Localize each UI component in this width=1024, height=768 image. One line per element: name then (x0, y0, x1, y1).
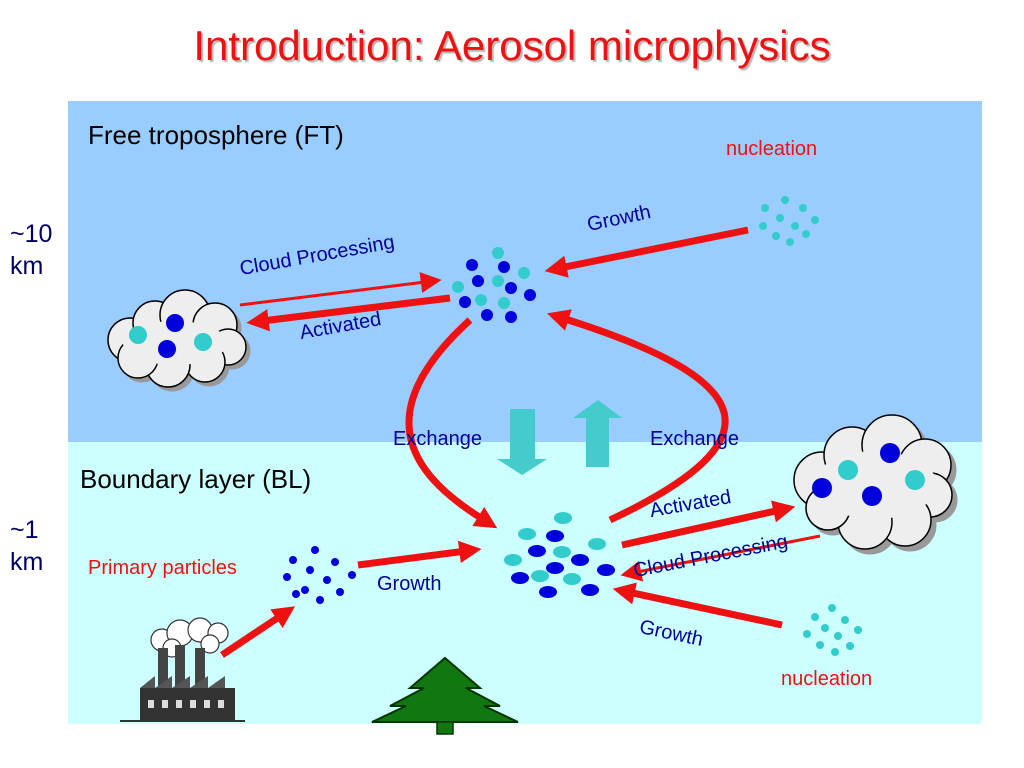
exchange-left-label: Exchange (393, 428, 482, 450)
ft-label: Free troposphere (FT) (88, 120, 344, 150)
ft-cloud-icon (107, 289, 251, 392)
bl-particle-cluster (504, 512, 615, 598)
altitude-bottom: ~1 km (10, 514, 43, 578)
altitude-bottom-unit: km (10, 548, 44, 576)
bl-nucleation-cluster (803, 604, 862, 656)
altitude-bottom-value: ~1 (10, 516, 39, 544)
exchange-right-label: Exchange (650, 428, 739, 450)
exchange-down-arrow (497, 409, 547, 475)
nucleation-bl-label: nucleation (781, 668, 873, 690)
primary-particle-cluster (283, 546, 356, 604)
bl-cloud-icon (793, 414, 958, 555)
growth-ft-arrow (544, 226, 749, 278)
altitude-top: ~10 km (10, 218, 52, 282)
bl-label: Boundary layer (BL) (80, 464, 312, 494)
activated-bl-arrow (621, 500, 796, 549)
exchange-up-arrow (573, 400, 622, 467)
growth-bl-label: Growth (377, 573, 442, 595)
altitude-top-unit: km (10, 252, 44, 280)
ft-particle-cluster (452, 247, 536, 323)
growth-bl-nucleation-arrow (612, 582, 783, 629)
nucleation-ft-label: nucleation (726, 138, 818, 160)
exchange-ft-bl-curve (405, 317, 498, 529)
page-title: Introduction: Aerosol microphysics (193, 22, 831, 69)
factory-emission-arrow (220, 606, 296, 658)
ft-nucleation-cluster (759, 196, 819, 246)
cloud-processing-ft-arrow (239, 272, 442, 307)
growth-bl-arrow (357, 540, 482, 569)
exchange-bl-ft-curve (547, 309, 729, 524)
activated-ft-arrow (246, 294, 451, 332)
primary-particles-label: Primary particles (88, 557, 237, 579)
factory-icon (120, 617, 245, 722)
cloud-processing-bl-arrow (620, 534, 821, 582)
altitude-top-value: ~10 (10, 220, 53, 248)
tree-icon (371, 656, 519, 735)
